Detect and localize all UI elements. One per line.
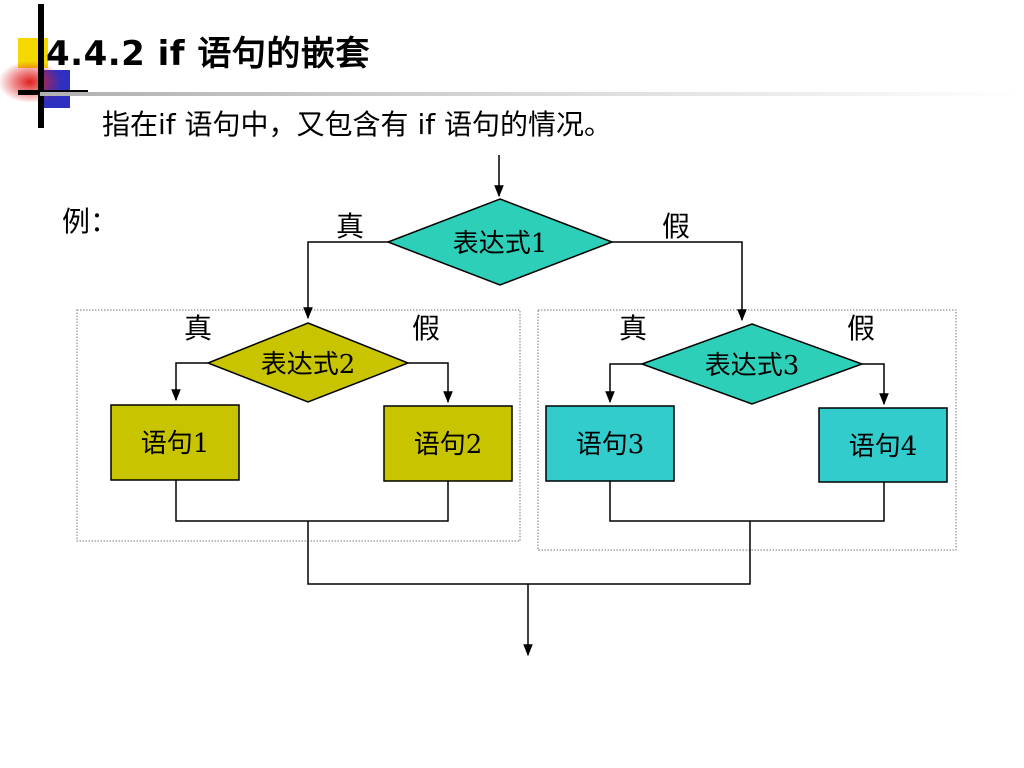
d3-false-connector bbox=[862, 363, 889, 406]
statement-2-box bbox=[383, 405, 513, 482]
statement-1-label: 语句1 bbox=[141, 429, 210, 459]
statement-4-label: 语句4 bbox=[849, 432, 918, 462]
statement-1-box bbox=[110, 404, 240, 481]
d3-true-label: 真 bbox=[619, 312, 647, 345]
decision-3-label: 表达式3 bbox=[705, 351, 800, 381]
decision-1-diamond bbox=[385, 198, 615, 286]
decision-3-diamond bbox=[639, 323, 865, 405]
decision-2-label: 表达式2 bbox=[261, 350, 356, 380]
statement-3-label: 语句3 bbox=[576, 430, 645, 460]
d3-false-label: 假 bbox=[847, 312, 875, 345]
subtitle-text: 指在if 语句中，又包含有 if 语句的情况。 bbox=[102, 108, 612, 141]
d2-false-label: 假 bbox=[412, 312, 440, 345]
page-title: 4.4.2 if 语句的嵌套 bbox=[46, 34, 370, 74]
d2-true-connector bbox=[171, 362, 208, 402]
statement-4-box bbox=[818, 407, 948, 483]
d1-false-label: 假 bbox=[662, 210, 690, 243]
d2-false-connector bbox=[408, 362, 453, 404]
statement-3-box bbox=[545, 405, 675, 482]
deco-vertical-bar bbox=[38, 4, 44, 128]
d1-true-connector bbox=[303, 241, 390, 320]
right-group-frame bbox=[537, 309, 957, 551]
left-group-frame bbox=[76, 309, 521, 542]
right-merge-line bbox=[609, 481, 885, 522]
statement-2-label: 语句2 bbox=[414, 430, 483, 460]
example-label: 例： bbox=[62, 205, 119, 238]
d2-true-label: 真 bbox=[184, 312, 212, 345]
decision-1-label: 表达式1 bbox=[453, 229, 548, 259]
title-underline bbox=[40, 92, 1020, 96]
decision-2-diamond bbox=[205, 322, 411, 403]
left-merge-line bbox=[175, 480, 449, 522]
d1-false-connector bbox=[612, 241, 747, 322]
d1-true-label: 真 bbox=[336, 210, 364, 243]
final-merge-line bbox=[307, 521, 751, 585]
d3-true-connector bbox=[605, 363, 644, 404]
